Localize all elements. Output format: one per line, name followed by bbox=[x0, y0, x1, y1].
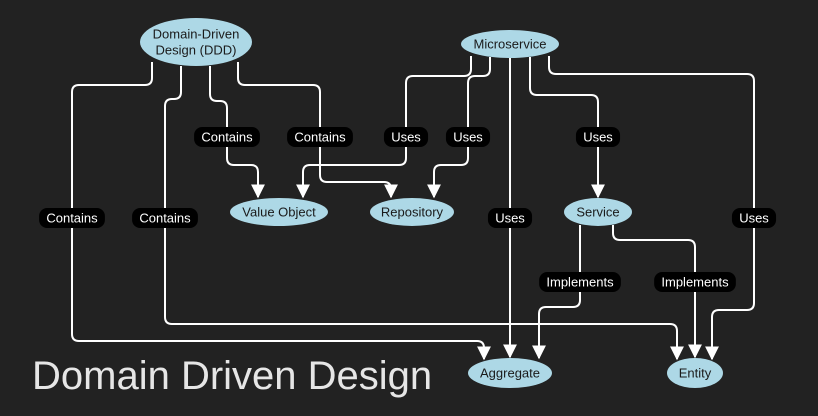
edge-microservice-to-service bbox=[529, 57, 605, 199]
node-shape bbox=[468, 358, 552, 388]
node-microservice: Microservice bbox=[461, 30, 559, 58]
edge-label-text: Uses bbox=[391, 130, 421, 145]
edge-label-badge bbox=[575, 127, 621, 147]
edge-label-text: Contains bbox=[46, 211, 98, 226]
node-label: Repository bbox=[381, 205, 444, 220]
edge-label-microservice-to-entity: Uses bbox=[731, 208, 777, 228]
edge-label-ddd-to-value_object: Contains bbox=[194, 127, 260, 147]
edge-label-text: Uses bbox=[495, 211, 525, 226]
edge-label-microservice-to-service: Uses bbox=[575, 127, 621, 147]
edge-label-microservice-to-value_object: Uses bbox=[383, 127, 429, 147]
edge-label-text: Uses bbox=[453, 130, 483, 145]
edge-microservice-to-repository bbox=[427, 57, 491, 199]
node-label: Value Object bbox=[242, 205, 316, 220]
node-label: Entity bbox=[679, 366, 712, 381]
node-shape bbox=[461, 30, 559, 58]
node-label: Service bbox=[576, 205, 619, 220]
edge-label-text: Contains bbox=[294, 130, 346, 145]
edge-label-service-to-aggregate: Implements bbox=[539, 272, 621, 292]
edge-service-to-aggregate bbox=[532, 225, 581, 360]
node-label: Design (DDD) bbox=[156, 43, 237, 58]
edge-label-ddd-to-aggregate: Contains bbox=[39, 208, 105, 228]
edge-label-badge bbox=[194, 127, 260, 147]
edge-label-ddd-to-repository: Contains bbox=[287, 127, 353, 147]
edge-service-to-entity bbox=[612, 225, 702, 359]
edge-label-badge bbox=[487, 208, 533, 228]
page-title: Domain Driven Design bbox=[32, 354, 433, 398]
node-shape bbox=[564, 198, 632, 226]
edge-label-badge bbox=[132, 208, 198, 228]
edge-label-text: Contains bbox=[139, 211, 191, 226]
node-shape bbox=[667, 358, 723, 388]
node-shape bbox=[140, 18, 252, 66]
node-label: Microservice bbox=[474, 37, 547, 52]
edge-label-text: Uses bbox=[583, 130, 613, 145]
edge-label-badge bbox=[654, 272, 736, 292]
node-aggregate: Aggregate bbox=[468, 358, 552, 388]
edge-label-badge bbox=[383, 127, 429, 147]
edge-label-badge bbox=[445, 127, 491, 147]
edge-label-microservice-to-aggregate: Uses bbox=[487, 208, 533, 228]
edge-label-service-to-entity: Implements bbox=[654, 272, 736, 292]
node-service: Service bbox=[564, 198, 632, 226]
edge-microservice-to-value_object bbox=[296, 56, 472, 199]
node-repository: Repository bbox=[370, 198, 454, 226]
node-shape bbox=[370, 198, 454, 226]
edge-label-text: Implements bbox=[661, 275, 729, 290]
edge-label-text: Implements bbox=[546, 275, 614, 290]
edge-microservice-to-entity bbox=[548, 56, 755, 361]
edge-label-text: Contains bbox=[201, 130, 253, 145]
edge-label-badge bbox=[731, 208, 777, 228]
node-shape bbox=[230, 198, 328, 226]
edge-label-text: Uses bbox=[739, 211, 769, 226]
edges-layer bbox=[71, 56, 755, 361]
edge-label-microservice-to-repository: Uses bbox=[445, 127, 491, 147]
edge-label-badge bbox=[287, 127, 353, 147]
node-label: Domain-Driven bbox=[153, 27, 240, 42]
edge-label-badge bbox=[539, 272, 621, 292]
edge-label-ddd-to-entity: Contains bbox=[132, 208, 198, 228]
node-entity: Entity bbox=[667, 358, 723, 388]
node-value-object: Value Object bbox=[230, 198, 328, 226]
edge-label-badge bbox=[39, 208, 105, 228]
node-label: Aggregate bbox=[480, 366, 540, 381]
